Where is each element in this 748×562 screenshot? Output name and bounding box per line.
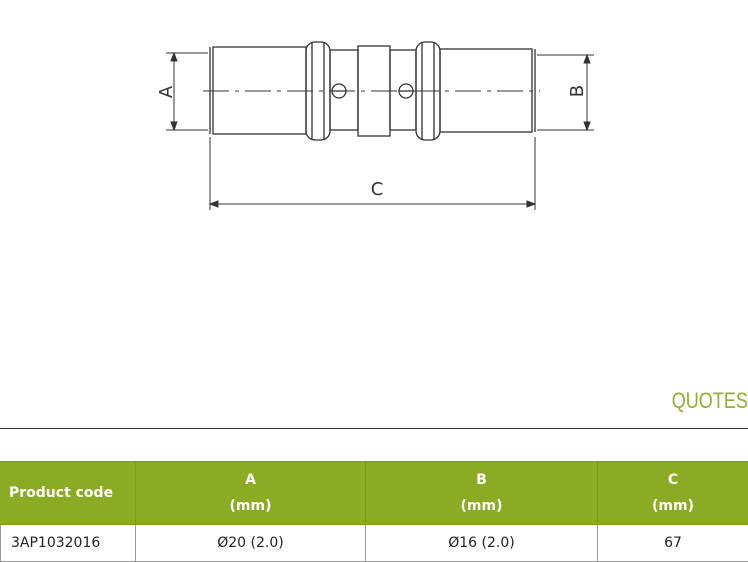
header-unit: (mm)	[652, 498, 694, 514]
dimension-c-label: C	[371, 179, 384, 200]
header-a: A (mm)	[135, 461, 366, 525]
product-spec-table: Product code A (mm) B (mm) C (mm) 3AP103…	[0, 461, 748, 562]
quotes-divider	[0, 428, 748, 429]
header-label: C	[667, 472, 679, 488]
dimension-a	[166, 51, 208, 132]
cell-a: Ø20 (2.0)	[135, 524, 366, 562]
table-header-row: Product code A (mm) B (mm) C (mm)	[0, 461, 748, 525]
dimension-b-label: B	[567, 85, 588, 97]
dimension-c	[208, 137, 537, 210]
header-unit: (mm)	[460, 498, 503, 514]
cell-c: 67	[597, 524, 748, 562]
cell-product-code: 3AP1032016	[0, 524, 136, 562]
header-label: A	[245, 472, 256, 488]
dimension-b	[537, 53, 594, 132]
quotes-heading: QUOTES	[671, 388, 748, 413]
header-c: C (mm)	[597, 461, 748, 525]
cell-b: Ø16 (2.0)	[365, 524, 598, 562]
fitting-technical-drawing: A B C	[156, 41, 594, 210]
header-label: Product code	[9, 485, 114, 501]
header-label: B	[476, 472, 487, 488]
header-unit: (mm)	[229, 498, 272, 514]
header-b: B (mm)	[365, 461, 598, 525]
dimension-a-label: A	[156, 85, 177, 98]
table-row: 3AP1032016 Ø20 (2.0) Ø16 (2.0) 67	[0, 524, 748, 562]
header-product-code: Product code	[0, 461, 136, 525]
